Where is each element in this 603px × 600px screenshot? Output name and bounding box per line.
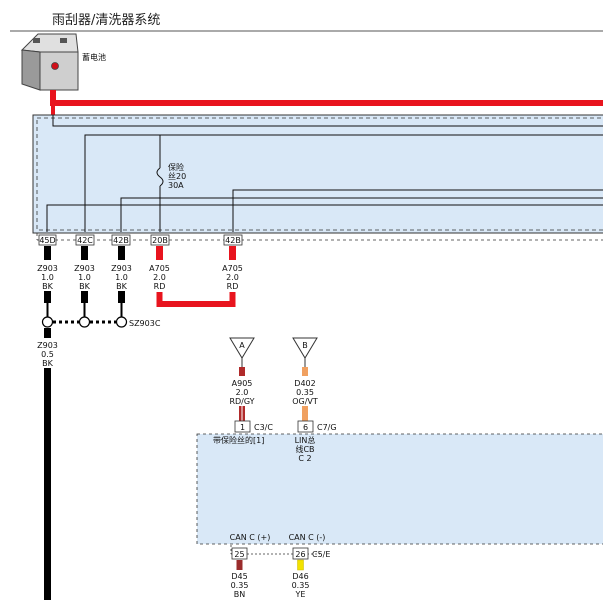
svg-text:45D: 45D: [39, 236, 55, 245]
svg-text:1.0: 1.0: [78, 273, 91, 282]
svg-text:1: 1: [240, 423, 245, 432]
svg-text:Z903: Z903: [37, 341, 58, 350]
can-neg-label: CAN C (-): [289, 533, 326, 542]
module-lin-label-3: C 2: [298, 454, 311, 463]
splice-row: [41, 303, 128, 328]
svg-text:OG/VT: OG/VT: [292, 397, 318, 406]
splice-label: SZ903C: [129, 319, 161, 328]
svg-text:0.5: 0.5: [41, 350, 54, 359]
svg-text:25: 25: [234, 550, 244, 559]
ref-a-wire-top: [239, 367, 245, 376]
module-box: [196, 433, 603, 545]
top-pin-2: 42C: [75, 234, 95, 246]
ref-a-triangle: A: [229, 337, 255, 359]
svg-text:BK: BK: [42, 359, 53, 368]
can-pos-label: CAN C (+): [230, 533, 271, 542]
svg-text:0.35: 0.35: [296, 388, 314, 397]
fuse-label-3: 30A: [168, 181, 184, 190]
svg-text:D45: D45: [231, 572, 247, 581]
ref-b-connector: C7/G: [317, 423, 337, 432]
wire-stub-5: [229, 246, 236, 260]
wire-label-3: Z903 1.0 BK: [111, 264, 132, 291]
can-low-wire: [297, 559, 304, 571]
wire-stub-3: [118, 246, 125, 260]
svg-text:Z903: Z903: [74, 264, 95, 273]
wire-stub-1: [44, 246, 51, 260]
ref-a-connector: C3/C: [254, 423, 273, 432]
module-lin-label-2: 线CB: [295, 444, 314, 454]
svg-text:1.0: 1.0: [41, 273, 54, 282]
battery-label: 蓄电池: [82, 52, 106, 62]
wire-label-4: A705 2.0 RD: [149, 264, 170, 291]
svg-text:1.0: 1.0: [115, 273, 128, 282]
svg-text:A: A: [239, 341, 245, 350]
bottom-connector-label: C5/E: [312, 550, 330, 559]
svg-text:42C: 42C: [77, 236, 93, 245]
svg-text:BK: BK: [42, 282, 53, 291]
top-pin-5: 42B: [223, 234, 243, 246]
ground-wire-label: Z903 0.5 BK: [37, 341, 58, 368]
ref-b-triangle: B: [292, 337, 318, 359]
svg-text:A705: A705: [149, 264, 170, 273]
module-fused-label: 带保险丝的[1]: [213, 435, 264, 445]
internal-bus: [46, 115, 603, 232]
top-pin-4: 20B: [150, 234, 170, 246]
svg-text:26: 26: [295, 550, 305, 559]
top-pin-1: 45D: [38, 234, 57, 246]
ref-b-pin: 6: [297, 420, 314, 433]
svg-text:42B: 42B: [225, 236, 241, 245]
svg-text:BK: BK: [116, 282, 127, 291]
ref-b-wire-label: D402 0.35 OG/VT: [292, 379, 318, 406]
svg-text:B: B: [302, 341, 308, 350]
wire-label-5: A705 2.0 RD: [222, 264, 243, 291]
bottom-pin-25: 25: [231, 547, 248, 560]
module-lin-label-1: LIN总: [295, 435, 316, 445]
svg-text:42B: 42B: [113, 236, 129, 245]
top-pin-3: 42B: [111, 234, 131, 246]
fuse-20-symbol: [156, 167, 164, 187]
wire-stub-2: [81, 246, 88, 260]
fuse-label-2: 丝20: [168, 171, 186, 181]
wire-label-1: Z903 1.0 BK: [37, 264, 58, 291]
svg-text:RD: RD: [154, 282, 166, 291]
wire-stub-4: [156, 246, 163, 260]
svg-text:D402: D402: [294, 379, 315, 388]
red-jumper-wire: [156, 292, 236, 307]
svg-text:D46: D46: [292, 572, 308, 581]
svg-text:6: 6: [303, 423, 308, 432]
svg-text:BN: BN: [234, 590, 245, 599]
fuse-label-1: 保险: [168, 162, 184, 172]
ground-wire: [44, 368, 51, 600]
svg-text:0.35: 0.35: [231, 581, 249, 590]
svg-text:RD: RD: [227, 282, 239, 291]
svg-text:0.35: 0.35: [292, 581, 310, 590]
can-high-wire: [236, 560, 243, 570]
bottom-pin-26: 26: [292, 547, 309, 560]
power-distribution-box: [32, 114, 603, 234]
svg-text:A905: A905: [232, 379, 253, 388]
ref-a-pin: 1: [234, 420, 251, 433]
bottom-wire-label-26: D46 0.35 YE: [292, 572, 310, 599]
svg-text:Z903: Z903: [111, 264, 132, 273]
svg-text:2.0: 2.0: [236, 388, 249, 397]
svg-text:A705: A705: [222, 264, 243, 273]
svg-text:2.0: 2.0: [153, 273, 166, 282]
svg-text:2.0: 2.0: [226, 273, 239, 282]
svg-text:BK: BK: [79, 282, 90, 291]
page-title: 雨刮器/清洗器系统: [52, 13, 160, 28]
svg-text:Z903: Z903: [37, 264, 58, 273]
battery-icon: [20, 33, 79, 91]
ref-b-wire-bottom: [302, 406, 308, 421]
ref-a-wire-label: A905 2.0 RD/GY: [229, 379, 254, 406]
svg-text:YE: YE: [295, 590, 306, 599]
wire-label-2: Z903 1.0 BK: [74, 264, 95, 291]
ref-b-wire-top: [302, 367, 308, 376]
bottom-wire-label-25: D45 0.35 BN: [231, 572, 249, 599]
svg-text:RD/GY: RD/GY: [229, 397, 254, 406]
svg-text:20B: 20B: [152, 236, 168, 245]
